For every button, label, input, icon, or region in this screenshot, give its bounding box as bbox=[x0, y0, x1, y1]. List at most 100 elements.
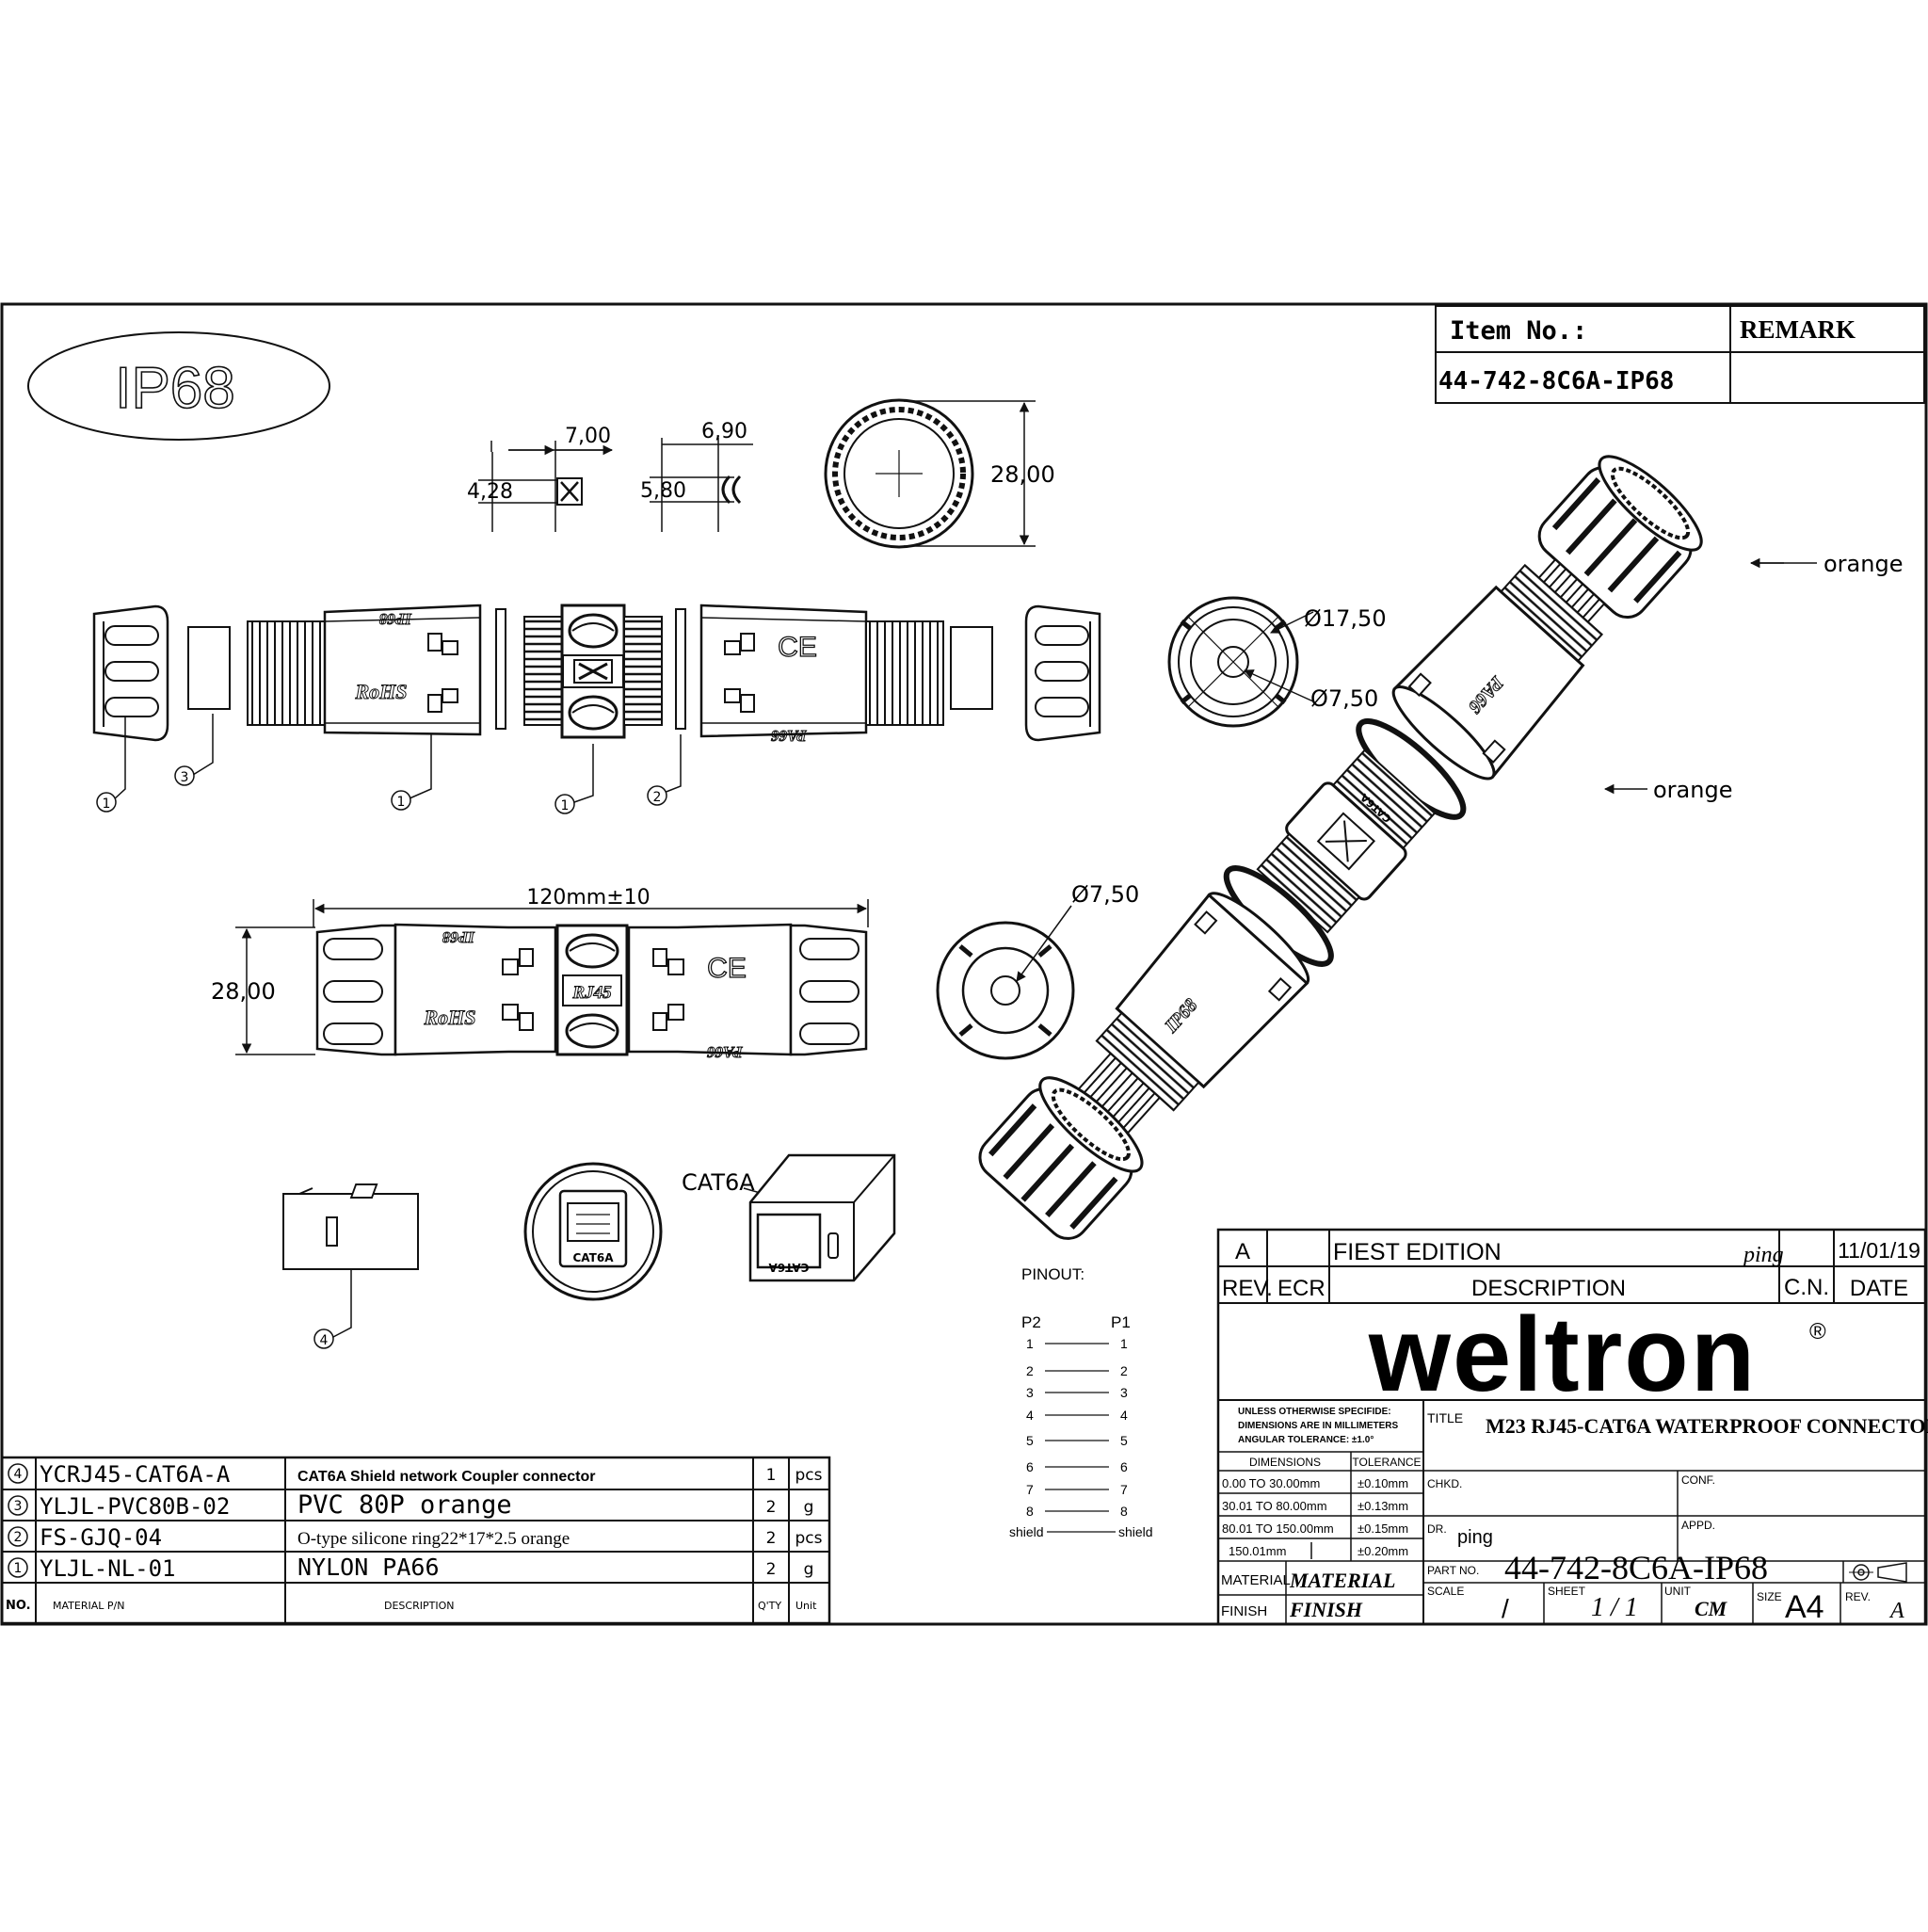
bom-desc-3: PVC 80P orange bbox=[297, 1490, 512, 1520]
end-view-right: Ø17,50 Ø7,50 bbox=[1167, 596, 1387, 728]
tb-finish-label: FINISH bbox=[1221, 1603, 1267, 1619]
bom-unit-1: g bbox=[804, 1560, 814, 1579]
insert-side-view: 4 bbox=[282, 1187, 419, 1349]
mark-cat6a-label: CAT6A bbox=[682, 1169, 755, 1196]
tb-tol-header-dim: DIMENSIONS bbox=[1249, 1456, 1321, 1469]
bom-desc-1: NYLON PA66 bbox=[297, 1554, 440, 1581]
tb-tol-header-tol: TOLERANCE bbox=[1352, 1456, 1421, 1469]
iso-body-top: PA66 bbox=[1391, 563, 1604, 781]
tb-notes-3: ANGULAR TOLERANCE: ±1.0° bbox=[1238, 1435, 1374, 1445]
pinout-right-5: 5 bbox=[1120, 1433, 1128, 1448]
pinout-title: PINOUT: bbox=[1021, 1265, 1084, 1283]
tb-edition: FIEST EDITION bbox=[1333, 1239, 1502, 1265]
dim-28-00-side: 28,00 bbox=[211, 978, 276, 1005]
seal-pvc bbox=[187, 626, 231, 710]
dim-28-00-top: 28,00 bbox=[990, 461, 1055, 488]
body-right: CE PA66 bbox=[699, 604, 944, 746]
tb-dr-label: DR. bbox=[1427, 1522, 1447, 1536]
mark-rohs-left: RoHS bbox=[354, 680, 407, 703]
tb-unit-value: CM bbox=[1695, 1597, 1728, 1620]
tol-value-1: ±0.10mm bbox=[1358, 1476, 1408, 1490]
bom-header-no: NO. bbox=[6, 1599, 31, 1613]
detail-pin-1: 7,00 4,28 bbox=[467, 425, 614, 532]
tb-sheet-value: 1 / 1 bbox=[1591, 1593, 1638, 1622]
callout-1-b: 1 bbox=[391, 734, 432, 811]
iso-coupler: CAT6A bbox=[1256, 749, 1437, 934]
pinout-left-6: 6 bbox=[1026, 1459, 1034, 1474]
body-left: IP68 RoHS bbox=[247, 604, 482, 736]
tb-scale-value: / bbox=[1502, 1594, 1509, 1623]
tb-size-value: A4 bbox=[1785, 1589, 1824, 1625]
tol-dim-4: 150.01mm bbox=[1229, 1544, 1286, 1558]
callout-2: 2 bbox=[647, 734, 682, 806]
bom-pn-2: FS-GJQ-04 bbox=[40, 1524, 162, 1551]
bom-header-unit: Unit bbox=[795, 1600, 817, 1612]
dim-dia-17-50: Ø17,50 bbox=[1304, 605, 1387, 632]
tb-size-label: SIZE bbox=[1757, 1590, 1782, 1603]
pinout-right-1: 1 bbox=[1120, 1336, 1128, 1351]
bom-no-circle-3 bbox=[8, 1495, 28, 1516]
exploded-view: IP68 RoHS CE PA6 bbox=[92, 604, 1101, 814]
tb-cn-label: C.N. bbox=[1784, 1275, 1829, 1300]
tol-value-3: ±0.15mm bbox=[1358, 1521, 1408, 1536]
seal-pvc-right bbox=[950, 626, 993, 710]
iso-nut-bottom bbox=[978, 1076, 1144, 1240]
pinout-right-8: 8 bbox=[1120, 1504, 1128, 1519]
pinout-right-4: 4 bbox=[1120, 1408, 1128, 1423]
bom-qty-1: 2 bbox=[766, 1560, 777, 1579]
bom-no-circle-1 bbox=[8, 1557, 28, 1578]
svg-text:1: 1 bbox=[561, 798, 570, 813]
tb-part-no-value: 44-742-8C6A-IP68 bbox=[1504, 1549, 1768, 1586]
iso-nut-top bbox=[1528, 455, 1703, 634]
bom-unit-3: g bbox=[804, 1498, 814, 1517]
item-no-value: 44-742-8C6A-IP68 bbox=[1438, 367, 1674, 395]
coupler bbox=[523, 604, 663, 739]
tb-rev2-value: A bbox=[1888, 1599, 1904, 1623]
mark-pa66-assembled: PA66 bbox=[707, 1043, 744, 1061]
dim-dia-7-50-b: Ø7,50 bbox=[1071, 881, 1139, 908]
bom-unit-4: pcs bbox=[795, 1466, 823, 1485]
tb-conf-label: CONF. bbox=[1681, 1473, 1715, 1487]
insert-iso-view: CAT6A CAT6A bbox=[349, 1153, 896, 1282]
item-no-label: Item No.: bbox=[1450, 316, 1587, 346]
pinout-left-1: 1 bbox=[1026, 1336, 1034, 1351]
pinout-left-4: 4 bbox=[1026, 1408, 1034, 1423]
tb-rev2-label: REV. bbox=[1845, 1590, 1871, 1603]
iso-assembly: PA66 CAT6A IP68 bbox=[978, 455, 1703, 1240]
tb-dr-value: ping bbox=[1457, 1527, 1493, 1548]
tb-material-label: MATERIAL bbox=[1221, 1572, 1291, 1588]
tb-finish-value: FINISH bbox=[1289, 1598, 1363, 1621]
pinout-left-8: 8 bbox=[1026, 1504, 1034, 1519]
callout-1-a: 1 bbox=[96, 716, 126, 813]
mark-pa66-right: PA66 bbox=[771, 727, 808, 745]
tb-unit-label: UNIT bbox=[1664, 1585, 1692, 1598]
tb-date-label: DATE bbox=[1850, 1276, 1908, 1301]
tb-notes-1: UNLESS OTHERWISE SPECIFIDE: bbox=[1238, 1407, 1391, 1417]
bom-qty-2: 2 bbox=[766, 1529, 777, 1548]
tol-value-4: ±0.20mm bbox=[1358, 1544, 1408, 1558]
tol-value-2: ±0.13mm bbox=[1358, 1499, 1408, 1513]
bom-desc-4: CAT6A Shield network Coupler connector bbox=[297, 1469, 595, 1485]
bom-no-2: 2 bbox=[14, 1530, 23, 1545]
insert-front-view: CAT6A bbox=[523, 1162, 663, 1301]
bom-no-circle-4 bbox=[8, 1463, 28, 1484]
pinout-left-7: 7 bbox=[1026, 1482, 1034, 1497]
end-view-middle: Ø7,50 bbox=[936, 881, 1139, 1060]
bom-header-desc: DESCRIPTION bbox=[384, 1600, 454, 1612]
bom-pn-3: YLJL-PVC80B-02 bbox=[40, 1493, 230, 1520]
bom-qty-3: 2 bbox=[766, 1498, 777, 1517]
iso-body-bottom: IP68 bbox=[1074, 892, 1310, 1138]
tb-material-value: MATERIAL bbox=[1289, 1569, 1395, 1592]
callout-1-c: 1 bbox=[554, 744, 594, 814]
end-view-top: 28,00 bbox=[824, 398, 1055, 549]
tb-ecr-label: ECR bbox=[1277, 1276, 1326, 1301]
callout-4-label: 4 bbox=[320, 1333, 329, 1348]
pinout-right-9: shield bbox=[1118, 1524, 1153, 1539]
tb-sheet-label: SHEET bbox=[1548, 1585, 1586, 1598]
tol-dim-2: 30.01 TO 80.00mm bbox=[1222, 1499, 1327, 1513]
nut-right bbox=[1024, 604, 1101, 742]
